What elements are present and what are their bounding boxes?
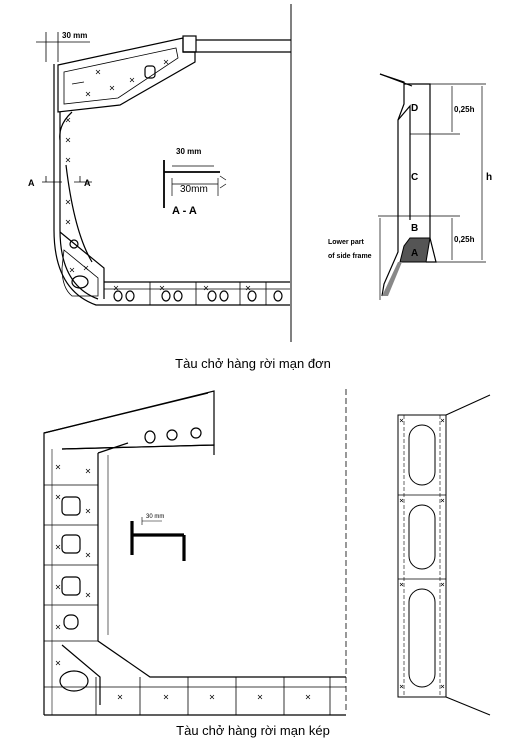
section-title: A - A [172,205,197,217]
section-box-dimension-label: 30mm [180,184,208,195]
double-side-midship-section: 30 mm [43,389,491,716]
section-mark-left: A [28,178,35,188]
top-dimension-label: 30 mm [62,31,87,40]
lower-part-label-1: Lower part [328,239,364,246]
zone-b-label: B [411,223,418,234]
side-frame-elevation [397,394,491,716]
zone-a-label: A [411,248,418,259]
top-figure-caption: Tàu chở hàng rời mạn đơn [175,356,331,371]
lower-part-label-2: of side frame [328,253,372,260]
zone-d-label: D [411,103,418,114]
upper-zone-dimension: 0,25h [454,105,475,114]
total-height-label: h [486,172,492,183]
section-dimension-label: 30 mm [176,147,201,156]
section-mark-right: A [84,178,91,188]
side-frame-zone-diagram: D C B A 0,25h 0,25h h Lower part of side… [328,73,492,300]
lower-zone-dimension: 0,25h [454,235,475,244]
single-side-midship-section: 30 mm A A 30 mm 30mm A - A D C [28,4,492,342]
zone-c-label: C [411,172,418,183]
bottom-figure-caption: Tàu chở hàng rời mạn kép [176,723,330,738]
bottom-section-dimension: 30 mm [146,514,164,520]
